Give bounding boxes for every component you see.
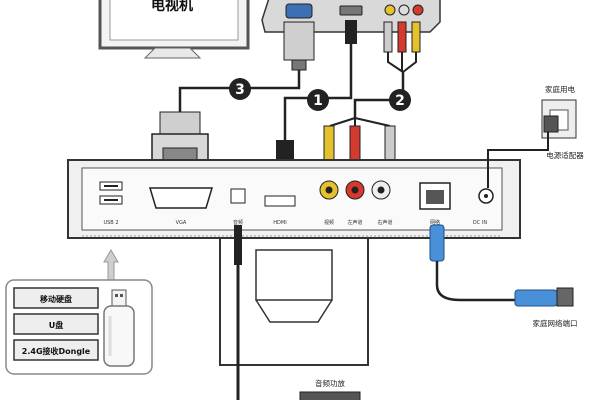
audio-right-label: 右声道 [377,219,392,226]
usb-port-label: USB 2 [103,220,118,226]
svg-text:2.4G接收Dongle: 2.4G接收Dongle [22,346,91,356]
usb-stick [103,289,135,367]
audio-left-label: 左声道 [347,219,362,226]
svg-text:3: 3 [235,82,245,98]
step-badge-1: 1 [307,89,329,111]
dc-in-label: DC IN [473,220,487,226]
router-label: 家庭网络端口 [533,318,578,328]
storage-item: 2.4G接收Dongle [13,339,99,361]
hdmi-port-label: HDMI [273,220,286,226]
vga-port: VGA [148,187,214,226]
svg-text:1: 1 [313,93,323,109]
storage-panel: 移动硬盘 U盘 2.4G接收Dongle [5,279,153,375]
usb-arrow [103,249,119,281]
vga-port-label: VGA [176,220,187,226]
svg-text:移动硬盘: 移动硬盘 [40,294,72,304]
step-badge-2: 2 [389,89,411,111]
tv-label: 电视机 [151,0,193,14]
audio-amplifier: 音频功放 [299,378,361,404]
lan-port: 网络 [419,182,451,226]
svg-text:U盘: U盘 [49,320,64,330]
rca-ports: 视频 左声道 右声道 [319,180,393,226]
tv-vga-port [285,3,313,19]
tv-hdmi-port [339,5,363,16]
audio-amplifier-label: 音频功放 [315,378,345,388]
power-cable [487,132,549,188]
power-outlet: 家庭用电 电源适配器 [541,84,584,160]
device-stand [219,234,369,366]
power-outlet-label: 家庭用电 [545,84,575,94]
power-adapter-label: 电源适配器 [546,150,584,160]
storage-item: 移动硬盘 [13,287,99,309]
svg-text:2: 2 [395,93,405,109]
tv-rca-port [384,4,396,16]
optical-port: 音频 [230,188,246,226]
hdmi-port: HDMI [264,195,296,226]
rca-cable [323,21,421,167]
video-port-label: 视频 [324,219,334,226]
tv-rca-port [412,4,424,16]
audio-amp-cable [234,225,242,400]
usb-ports: USB 2 [99,181,123,226]
optical-port-label: 音频 [233,219,243,226]
dc-in-port: DC IN [473,188,494,226]
lan-port-label: 网络 [430,219,440,226]
tv-rca-port [398,4,410,16]
storage-item: U盘 [13,313,99,335]
step-badge-3: 3 [229,78,251,100]
tv-monitor: 电视机 [98,0,250,59]
network-cable: 家庭网络端口 [429,224,578,328]
media-box: USB 2 VGA 音频 HDMI 视频 左声道 右声道 [67,159,521,239]
